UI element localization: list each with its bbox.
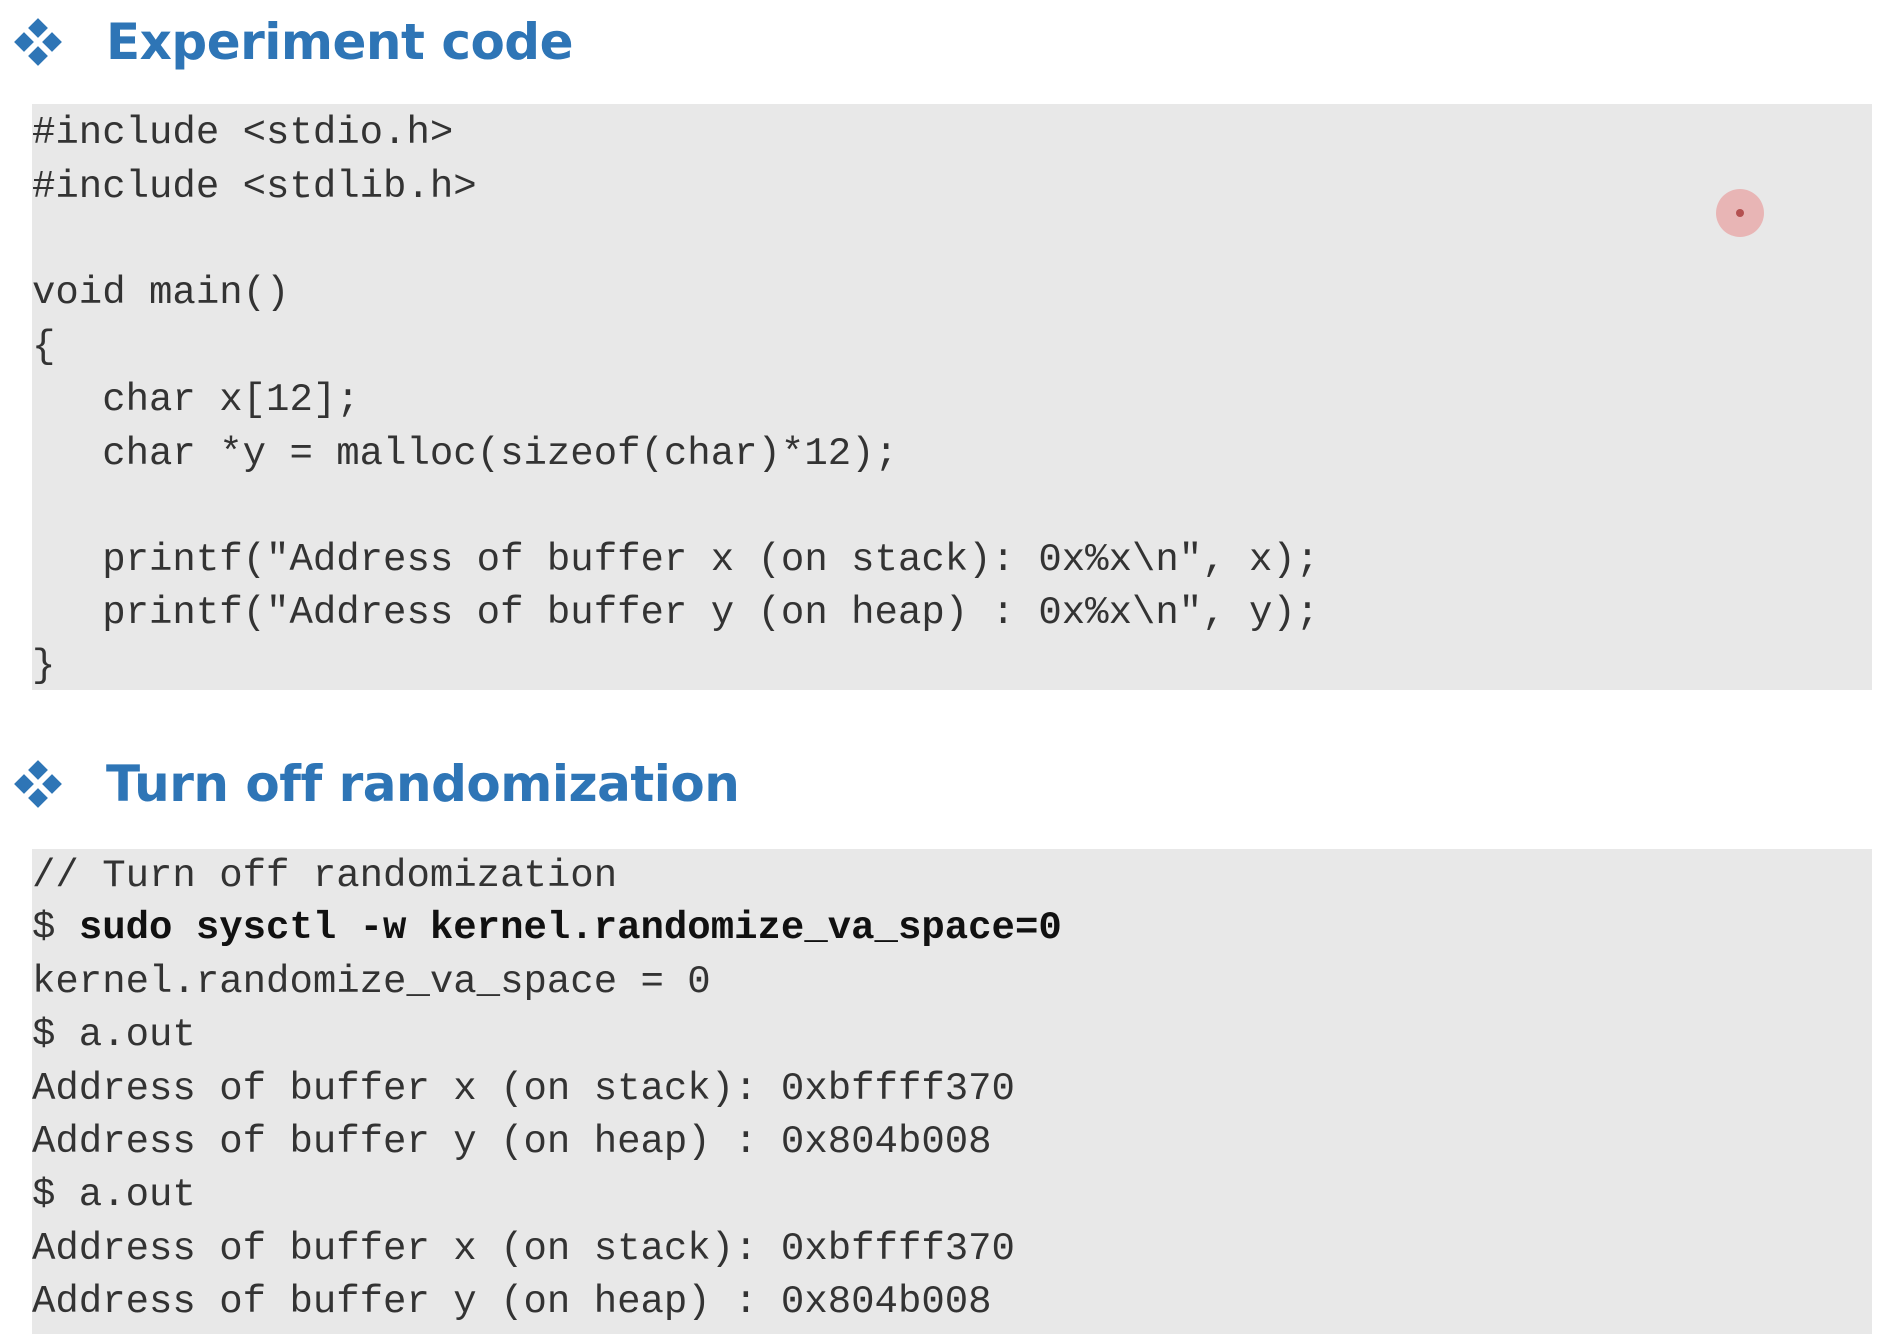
- heading-title: Turn off randomization: [106, 755, 740, 813]
- prompt-symbol: $: [32, 906, 79, 950]
- terminal-line: Address of buffer x (on stack): 0xbffff3…: [32, 1067, 1015, 1111]
- terminal-line: $ a.out: [32, 1013, 196, 1057]
- terminal-line: $ a.out: [32, 1173, 196, 1217]
- code-line: }: [32, 644, 56, 688]
- terminal-line: kernel.randomize_va_space = 0: [32, 960, 711, 1004]
- section-heading-turn-off-randomization: Turn off randomization: [14, 754, 740, 814]
- code-block-experiment: #include <stdio.h> #include <stdlib.h> v…: [32, 104, 1872, 690]
- terminal-line: Address of buffer y (on heap) : 0x804b00…: [32, 1280, 992, 1324]
- heading-title: Experiment code: [106, 13, 574, 71]
- section-heading-experiment-code: Experiment code: [14, 12, 574, 72]
- cursor-highlight-icon: [1716, 189, 1764, 237]
- terminal-line: Address of buffer x (on stack): 0xbffff3…: [32, 1227, 1015, 1271]
- code-line: printf("Address of buffer x (on stack): …: [32, 538, 1320, 582]
- code-line: #include <stdlib.h>: [32, 165, 477, 209]
- bold-command: sudo sysctl -w kernel.randomize_va_space…: [78, 906, 1062, 950]
- code-line: printf("Address of buffer y (on heap) : …: [32, 591, 1320, 635]
- diamond-bullet-icon: [14, 18, 62, 66]
- code-line: char x[12];: [32, 378, 360, 422]
- terminal-block-randomization: // Turn off randomization $ sudo sysctl …: [32, 849, 1872, 1334]
- code-line: {: [32, 325, 56, 369]
- terminal-line: Address of buffer y (on heap) : 0x804b00…: [32, 1120, 992, 1164]
- terminal-line: // Turn off randomization: [32, 854, 618, 898]
- terminal-line: $ sudo sysctl -w kernel.randomize_va_spa…: [32, 909, 1062, 948]
- code-line: char *y = malloc(sizeof(char)*12);: [32, 432, 898, 476]
- code-line: #include <stdio.h>: [32, 111, 454, 155]
- code-line: void main(): [32, 271, 290, 315]
- diamond-bullet-icon: [14, 760, 62, 808]
